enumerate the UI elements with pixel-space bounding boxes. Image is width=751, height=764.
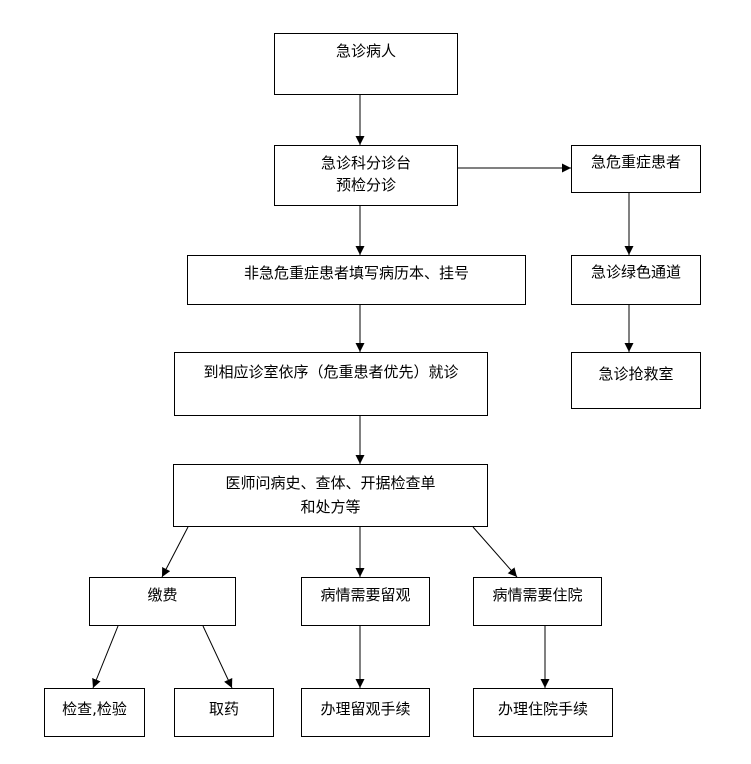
node-green-channel: 急诊绿色通道 (571, 255, 701, 305)
arrow-doctor-to-pay (161, 526, 189, 578)
node-patient-label: 急诊病人 (335, 42, 396, 60)
node-exam: 检查,检验 (44, 688, 145, 737)
node-critical: 急危重症患者 (571, 145, 701, 193)
node-green-channel-label: 急诊绿色通道 (590, 263, 681, 281)
node-medicine-label: 取药 (208, 700, 239, 718)
arrow-doctor-to-admit (472, 526, 518, 578)
arrow-pay-to-medicine (202, 625, 233, 689)
node-triage-label-line2: 预检分诊 (335, 176, 396, 194)
node-doctor: 医师问病史、查体、开据检查单 和处方等 (173, 464, 488, 527)
node-triage: 急诊科分诊台 预检分诊 (274, 145, 458, 206)
node-admit-label: 病情需要住院 (492, 586, 583, 604)
node-admit-proc: 办理住院手续 (473, 688, 613, 737)
node-exam-label: 检查,检验 (62, 700, 127, 718)
node-non-critical: 非急危重症患者填写病历本、挂号 (187, 255, 526, 305)
node-triage-label-line1: 急诊科分诊台 (320, 154, 411, 172)
node-critical-label: 急危重症患者 (590, 153, 681, 171)
node-consult-label: 到相应诊室依序（危重患者优先）就诊 (203, 363, 459, 381)
node-observe-proc-label: 办理留观手续 (320, 700, 411, 718)
arrow-pay-to-exam (92, 625, 119, 689)
node-medicine: 取药 (174, 688, 274, 737)
node-observe: 病情需要留观 (301, 577, 430, 626)
node-pay-label: 缴费 (147, 586, 178, 604)
node-pay: 缴费 (89, 577, 236, 626)
node-consult: 到相应诊室依序（危重患者优先）就诊 (174, 352, 488, 416)
node-rescue-room: 急诊抢救室 (571, 352, 701, 409)
node-admit-proc-label: 办理住院手续 (497, 700, 588, 718)
node-non-critical-label: 非急危重症患者填写病历本、挂号 (243, 264, 469, 282)
node-observe-proc: 办理留观手续 (301, 688, 430, 737)
node-doctor-label-line2: 和处方等 (300, 498, 361, 516)
node-patient: 急诊病人 (274, 33, 458, 95)
node-rescue-room-label: 急诊抢救室 (598, 365, 674, 383)
node-admit: 病情需要住院 (473, 577, 602, 626)
node-doctor-label-line1: 医师问病史、查体、开据检查单 (225, 474, 436, 492)
node-observe-label: 病情需要留观 (320, 586, 411, 604)
